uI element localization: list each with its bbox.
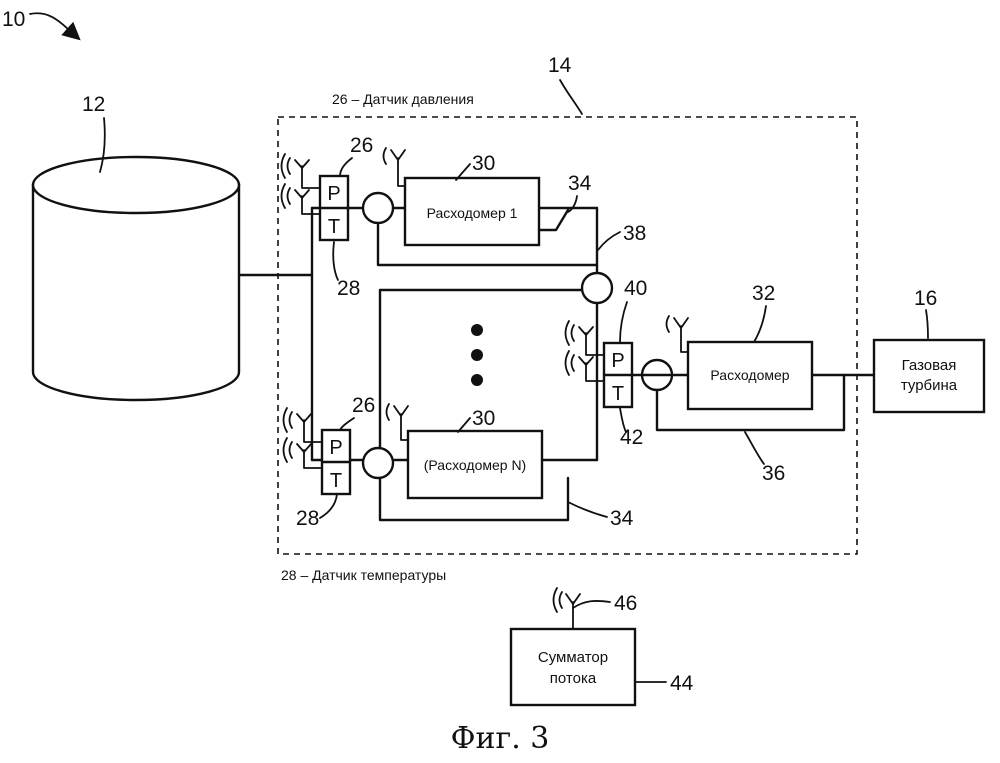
main-flowmeter-label: Расходомер [710, 367, 789, 383]
lower-p-antenna-icon [284, 408, 323, 442]
flowmeter-n-antenna-icon [387, 404, 409, 440]
ref-34-lower-leader [568, 502, 607, 517]
legend-temperature: 28 – Датчик температуры [281, 567, 446, 583]
flowmeter-n-label: (Расходомер N) [424, 457, 526, 473]
ref-26-lower-leader [340, 418, 354, 430]
upper-bypass [539, 210, 568, 230]
outlet-p-letter: P [611, 350, 624, 372]
outlet-p-antenna-icon [566, 321, 605, 355]
ellipsis-dot-1 [471, 324, 483, 336]
upper-p-antenna-icon [282, 154, 321, 188]
outlet-t-letter: T [612, 383, 624, 405]
ref-40: 40 [624, 277, 647, 300]
totalizer-ref-label: 44 [670, 672, 694, 695]
antenna-ref-leader [573, 601, 610, 608]
skid-ref-leader [560, 80, 582, 114]
ref-36-leader [745, 432, 764, 464]
ref-26-upper: 26 [350, 134, 373, 157]
skid-ref-label: 14 [548, 54, 572, 77]
upper-p-letter: P [327, 183, 340, 205]
flowmeter-1-label: Расходомер 1 [427, 205, 518, 221]
ref-36: 36 [762, 462, 785, 485]
storage-tank [33, 157, 239, 400]
ref-26-lower: 26 [352, 394, 375, 417]
ellipsis-dot-2 [471, 349, 483, 361]
lower-p-letter: P [329, 437, 342, 459]
tank-ref-label: 12 [82, 93, 105, 116]
ref-28-lower-leader [320, 494, 337, 518]
ref-40-leader [620, 302, 627, 342]
ref-32: 32 [752, 282, 775, 305]
ref-38: 38 [623, 222, 646, 245]
ref-26-upper-leader [340, 158, 352, 176]
gas-turbine-line1: Газовая [902, 357, 957, 374]
ref-34-lower: 34 [610, 507, 634, 530]
ellipsis-dot-3 [471, 374, 483, 386]
ref-42: 42 [620, 426, 643, 449]
upper-t-letter: T [328, 216, 340, 238]
turbine-ref-label: 16 [914, 287, 937, 310]
flow-totalizer-line2: потока [550, 670, 597, 687]
main-flowmeter-antenna-icon [667, 316, 689, 352]
ref-28-lower: 28 [296, 507, 319, 530]
flowmeter-1-antenna-icon [384, 148, 406, 186]
figure-caption: Фиг. 3 [451, 721, 550, 756]
ref-32-leader [754, 306, 766, 342]
gas-turbine-line2: турбина [901, 377, 958, 394]
ref-38-leader [598, 232, 620, 250]
ref-30-lower: 30 [472, 407, 495, 430]
flow-totalizer-box [511, 629, 635, 705]
turbine-ref-leader [926, 310, 928, 338]
legend-pressure: 26 – Датчик давления [332, 91, 474, 107]
flow-totalizer-line1: Сумматор [538, 649, 608, 666]
lower-valve [363, 448, 393, 478]
system-ref-arrow [30, 13, 78, 38]
ref-34-upper: 34 [568, 172, 592, 195]
ref-34-upper-leader [568, 196, 577, 212]
ref-30-upper: 30 [472, 152, 495, 175]
ref-28-upper-leader [333, 242, 338, 280]
system-ref-label: 10 [2, 8, 25, 31]
antenna-ref-label: 46 [614, 592, 637, 615]
ref-28-upper: 28 [337, 277, 360, 300]
gas-turbine-box [874, 340, 984, 412]
lower-t-letter: T [330, 470, 342, 492]
manifold-valve [582, 273, 612, 303]
upper-valve [363, 193, 393, 223]
totalizer-antenna-icon [554, 588, 581, 629]
